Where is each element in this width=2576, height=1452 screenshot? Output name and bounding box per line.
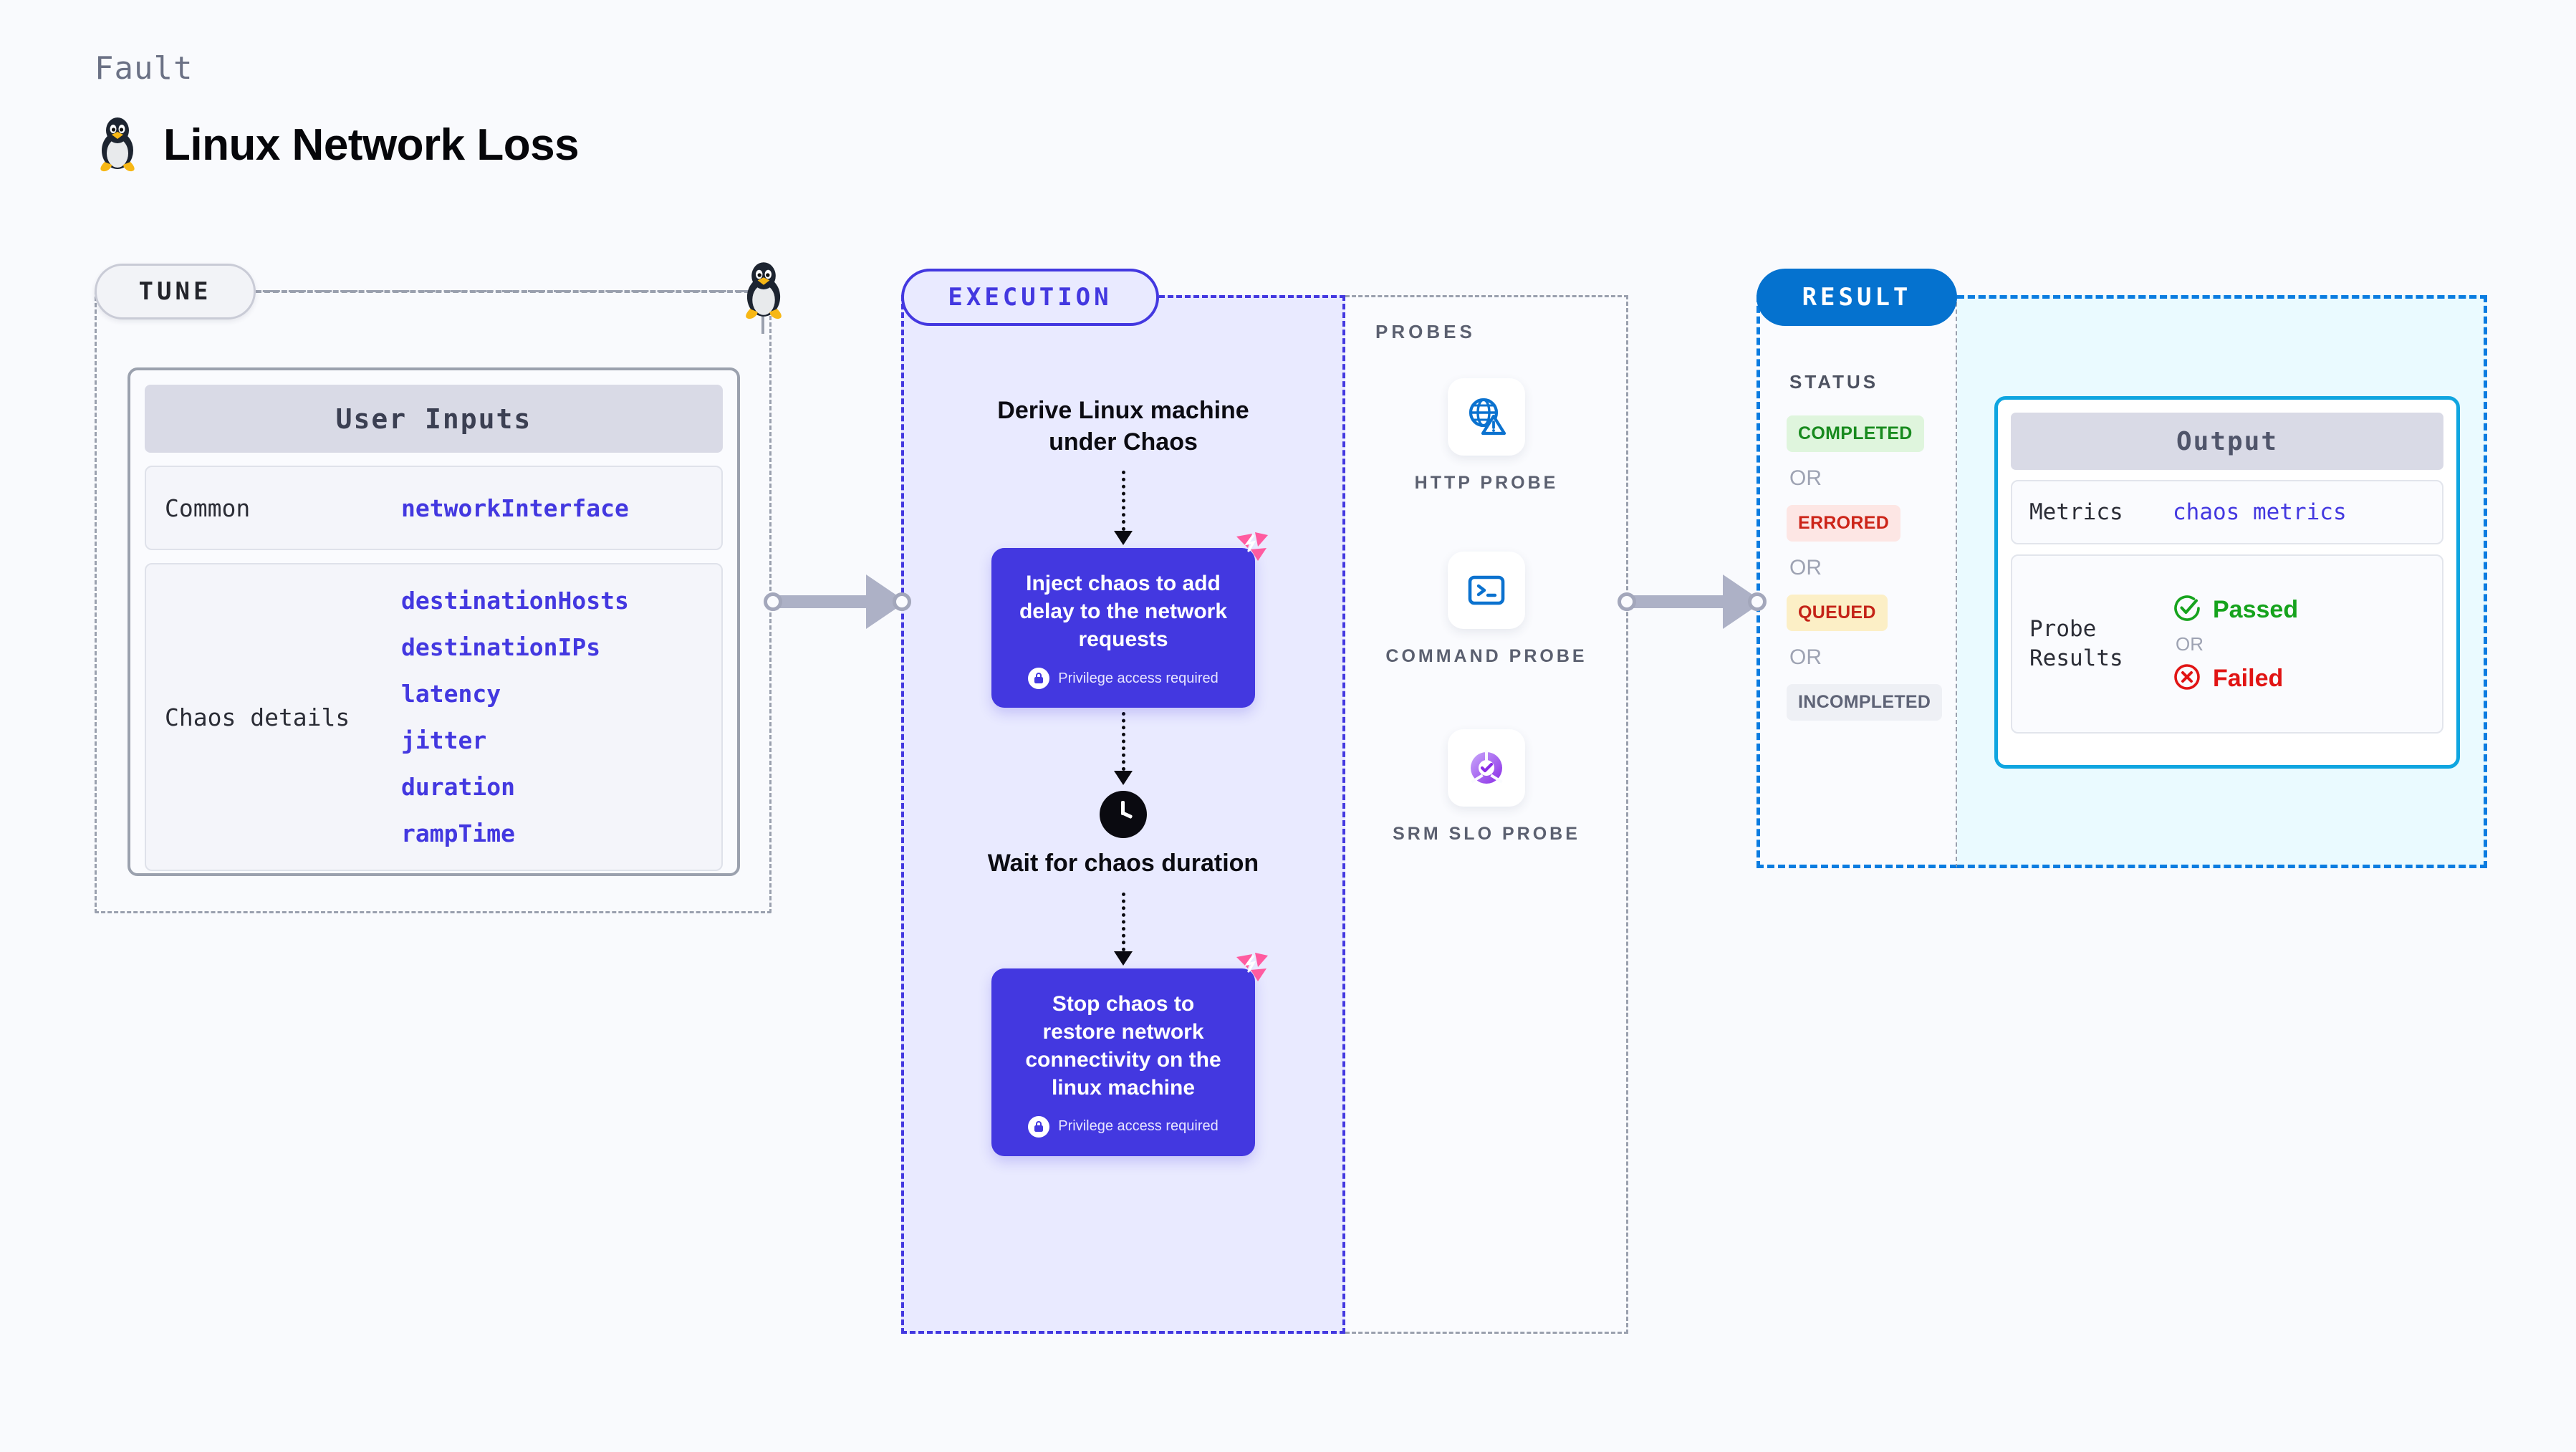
status-or-label: OR — [1789, 466, 1822, 490]
fault-title-row: Linux Network Loss — [95, 115, 580, 176]
probe-item-command[interactable]: COMMAND PROBE — [1379, 552, 1594, 669]
linux-penguin-icon — [95, 115, 140, 176]
penguin-connector-stem — [761, 315, 764, 334]
chaos-step-inject[interactable]: Inject chaos to add delay to the network… — [991, 532, 1268, 708]
tune-row-common: Common networkInterface — [145, 466, 723, 550]
status-badge-completed: COMPLETED — [1787, 415, 1924, 452]
tune-value[interactable]: rampTime — [401, 819, 515, 847]
chaos-step-stop[interactable]: Stop chaos to restore network connectivi… — [991, 952, 1268, 1156]
connector-dot-result-left — [1748, 592, 1767, 611]
check-circle-icon — [2173, 594, 2201, 626]
chaos-step-title: Stop chaos to restore network connectivi… — [1025, 991, 1221, 1100]
result-dashed-connector — [1957, 295, 2487, 299]
tune-pill[interactable]: TUNE — [95, 264, 256, 319]
lock-icon — [1028, 1115, 1050, 1138]
status-or-label: OR — [1789, 645, 1822, 669]
output-metrics-value[interactable]: chaos metrics — [2173, 499, 2347, 525]
probe-label: SRM SLO PROBE — [1393, 824, 1580, 844]
execution-dashed-connector — [1159, 295, 1345, 298]
privilege-note: Privilege access required — [1016, 1115, 1231, 1138]
tune-row-values: destinationHosts destinationIPs latency … — [401, 587, 629, 847]
probe-label: COMMAND PROBE — [1385, 646, 1587, 666]
tune-row-chaos-details: Chaos details destinationHosts destinati… — [145, 563, 723, 871]
output-row-probe-results: Probe Results Passed OR — [2011, 554, 2443, 734]
passed-label: Passed — [2213, 595, 2299, 623]
probe-item-srm-slo[interactable]: SRM SLO PROBE — [1379, 729, 1594, 847]
result-pill[interactable]: RESULT — [1756, 269, 1957, 326]
execution-pill[interactable]: EXECUTION — [901, 269, 1159, 326]
user-inputs-card: User Inputs Common networkInterface Chao… — [128, 367, 740, 876]
output-row-key: Metrics — [2029, 499, 2123, 525]
probe-result-options: Passed OR Failed — [2173, 594, 2298, 695]
output-row-key: Probe Results — [2029, 616, 2123, 671]
status-list: COMPLETED OR ERRORED OR QUEUED OR INCOMP… — [1787, 415, 1943, 721]
probe-result-failed: Failed — [2173, 663, 2298, 695]
privilege-note-text: Privilege access required — [1058, 1118, 1219, 1135]
page-title: Linux Network Loss — [163, 120, 580, 170]
arrow-tune-to-execution — [774, 573, 906, 630]
status-badge-queued: QUEUED — [1787, 595, 1888, 631]
flow-caption-wait: Wait for chaos duration — [987, 850, 1259, 878]
probes-title: PROBES — [1375, 321, 1476, 342]
tune-row-values: networkInterface — [401, 494, 629, 522]
fault-eyebrow-label: Fault — [95, 50, 193, 87]
litmus-chaos-logo-icon — [1234, 950, 1271, 987]
dotted-arrow-3 — [1114, 892, 1133, 966]
tune-value[interactable]: networkInterface — [401, 494, 629, 522]
probe-result-passed: Passed — [2173, 594, 2298, 626]
status-or-label: OR — [1789, 556, 1822, 580]
status-badge-incompleted: INCOMPLETED — [1787, 684, 1943, 721]
failed-label: Failed — [2213, 664, 2284, 692]
output-row-metrics: Metrics chaos metrics — [2011, 480, 2443, 544]
connector-dot-tune — [764, 592, 782, 611]
tune-value[interactable]: duration — [401, 773, 515, 801]
status-badge-errored: ERRORED — [1787, 505, 1901, 542]
lock-icon — [1028, 668, 1050, 690]
dotted-arrow-2 — [1114, 712, 1133, 786]
terminal-icon — [1448, 552, 1525, 629]
privilege-note-text: Privilege access required — [1058, 670, 1219, 686]
tune-value[interactable]: jitter — [401, 726, 487, 754]
tune-row-key: Chaos details — [165, 703, 350, 731]
probe-result-or-label: OR — [2176, 633, 2203, 655]
arrow-probes-to-result — [1623, 573, 1763, 630]
globe-warning-icon — [1448, 378, 1525, 456]
flow-caption-derive: Derive Linux machine under Chaos — [997, 397, 1249, 456]
output-card: Output Metrics chaos metrics Probe Resul… — [1994, 396, 2460, 769]
tune-value[interactable]: latency — [401, 680, 501, 708]
result-status-region — [1756, 295, 1957, 868]
output-title: Output — [2011, 413, 2443, 470]
status-title: STATUS — [1789, 371, 1879, 393]
tune-row-key: Common — [165, 494, 251, 522]
probe-label: HTTP PROBE — [1414, 473, 1559, 493]
probes-region — [1345, 295, 1628, 1334]
connector-dot-execution-left — [893, 592, 911, 611]
clock-icon — [1100, 791, 1147, 839]
privilege-note: Privilege access required — [1016, 668, 1231, 690]
user-inputs-title: User Inputs — [145, 385, 723, 453]
x-circle-icon — [2173, 663, 2201, 695]
litmus-chaos-logo-icon — [1234, 529, 1271, 567]
tune-dashed-connector — [256, 290, 750, 293]
linux-penguin-icon-small — [738, 259, 789, 319]
connector-dot-probes-right — [1618, 592, 1636, 611]
slo-check-icon — [1448, 729, 1525, 807]
tune-value[interactable]: destinationIPs — [401, 633, 601, 661]
chaos-step-title: Inject chaos to add delay to the network… — [1019, 572, 1228, 652]
tune-value[interactable]: destinationHosts — [401, 587, 629, 615]
probe-item-http[interactable]: HTTP PROBE — [1379, 378, 1594, 496]
execution-flow: Derive Linux machine under Chaos Inject … — [901, 295, 1345, 1334]
dotted-arrow-1 — [1114, 471, 1133, 546]
